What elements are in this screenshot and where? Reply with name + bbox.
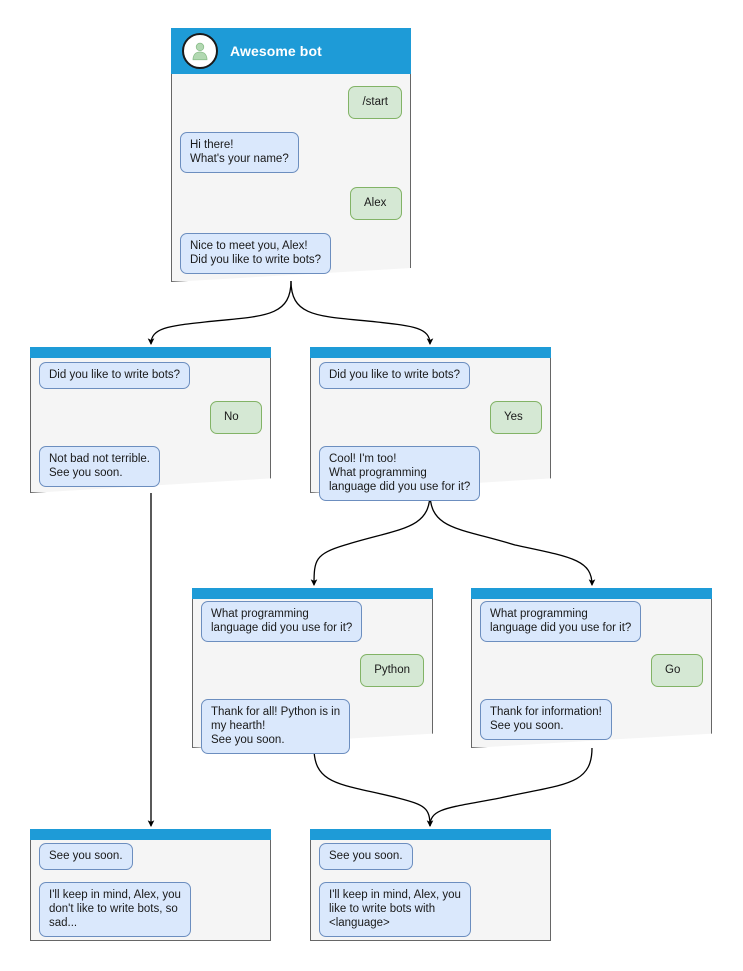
edge-yes-to-go <box>429 492 596 587</box>
message-row: What programming language did you use fo… <box>192 601 433 642</box>
user-message-bubble[interactable]: No <box>210 401 262 434</box>
message-row: No <box>30 401 271 434</box>
message-row: Yes <box>310 401 551 434</box>
message-row: Python <box>192 654 433 687</box>
edge-yes-to-python <box>310 492 431 587</box>
bot-message-bubble: Not bad not terrible. See you soon. <box>39 446 161 487</box>
edge-root-to-no <box>147 280 292 346</box>
node-branch-yes-chat: Did you like to write bots? Yes Cool! I'… <box>310 362 551 501</box>
edge-go-to-end-happy <box>426 747 593 828</box>
user-message-bubble[interactable]: Yes <box>490 401 542 434</box>
node-branch-yes[interactable]: Did you like to write bots? Yes Cool! I'… <box>310 347 551 501</box>
message-row: Nice to meet you, Alex! Did you like to … <box>171 233 411 274</box>
bot-message-bubble: Thank for information! See you soon. <box>480 699 612 740</box>
node-root-title: Awesome bot <box>230 43 322 59</box>
message-row: Alex <box>171 187 411 220</box>
message-row: /start <box>171 86 411 119</box>
node-branch-go-titlebar <box>471 588 712 599</box>
node-end-sad[interactable]: See you soon. I'll keep in mind, Alex, y… <box>30 829 271 941</box>
bot-message-bubble: What programming language did you use fo… <box>480 601 642 642</box>
node-branch-no-chat: Did you like to write bots? No Not bad n… <box>30 362 271 487</box>
node-end-happy-titlebar <box>310 829 551 840</box>
node-root[interactable]: Awesome bot /start Hi there! What's your… <box>171 28 411 282</box>
message-row: Thank for information! See you soon. <box>471 699 712 740</box>
message-row: Did you like to write bots? <box>30 362 271 389</box>
bot-message-bubble: Nice to meet you, Alex! Did you like to … <box>180 233 332 274</box>
message-row: Thank for all! Python is in my hearth! S… <box>192 699 433 754</box>
node-branch-python[interactable]: What programming language did you use fo… <box>192 588 433 754</box>
edge-python-to-end-happy <box>313 747 431 827</box>
node-root-chat: /start Hi there! What's your name? Alex … <box>171 86 411 274</box>
bot-message-bubble: Hi there! What's your name? <box>180 132 299 173</box>
node-end-happy[interactable]: See you soon. I'll keep in mind, Alex, y… <box>310 829 551 941</box>
bot-message-bubble: See you soon. <box>319 843 413 870</box>
message-row: I'll keep in mind, Alex, you don't like … <box>30 882 271 937</box>
message-row: Hi there! What's your name? <box>171 132 411 173</box>
user-message-bubble[interactable]: /start <box>348 86 402 119</box>
node-root-titlebar: Awesome bot <box>171 28 411 74</box>
message-row: Go <box>471 654 712 687</box>
message-row: I'll keep in mind, Alex, you like to wri… <box>310 882 551 937</box>
node-branch-python-chat: What programming language did you use fo… <box>192 601 433 754</box>
edge-root-to-yes <box>290 280 434 346</box>
message-row: Not bad not terrible. See you soon. <box>30 446 271 487</box>
bot-message-bubble: Did you like to write bots? <box>319 362 471 389</box>
node-branch-go[interactable]: What programming language did you use fo… <box>471 588 712 748</box>
message-row: Did you like to write bots? <box>310 362 551 389</box>
bot-message-bubble: Did you like to write bots? <box>39 362 191 389</box>
node-branch-python-titlebar <box>192 588 433 599</box>
user-message-bubble[interactable]: Go <box>651 654 703 687</box>
bot-message-bubble: I'll keep in mind, Alex, you like to wri… <box>319 882 471 937</box>
bot-message-bubble: I'll keep in mind, Alex, you don't like … <box>39 882 191 937</box>
message-row: Cool! I'm too! What programming language… <box>310 446 551 501</box>
message-row: See you soon. <box>30 843 271 870</box>
user-message-bubble[interactable]: Python <box>360 654 424 687</box>
message-row: What programming language did you use fo… <box>471 601 712 642</box>
bot-message-bubble: Thank for all! Python is in my hearth! S… <box>201 699 351 754</box>
node-end-sad-titlebar <box>30 829 271 840</box>
node-branch-no[interactable]: Did you like to write bots? No Not bad n… <box>30 347 271 493</box>
person-avatar-icon <box>182 33 218 69</box>
node-end-sad-chat: See you soon. I'll keep in mind, Alex, y… <box>30 843 271 937</box>
user-message-bubble[interactable]: Alex <box>350 187 402 220</box>
message-row: See you soon. <box>310 843 551 870</box>
bot-message-bubble: What programming language did you use fo… <box>201 601 363 642</box>
node-branch-go-chat: What programming language did you use fo… <box>471 601 712 740</box>
bot-message-bubble: Cool! I'm too! What programming language… <box>319 446 481 501</box>
node-end-happy-chat: See you soon. I'll keep in mind, Alex, y… <box>310 843 551 937</box>
node-branch-yes-titlebar <box>310 347 551 358</box>
node-branch-no-titlebar <box>30 347 271 358</box>
bot-message-bubble: See you soon. <box>39 843 133 870</box>
